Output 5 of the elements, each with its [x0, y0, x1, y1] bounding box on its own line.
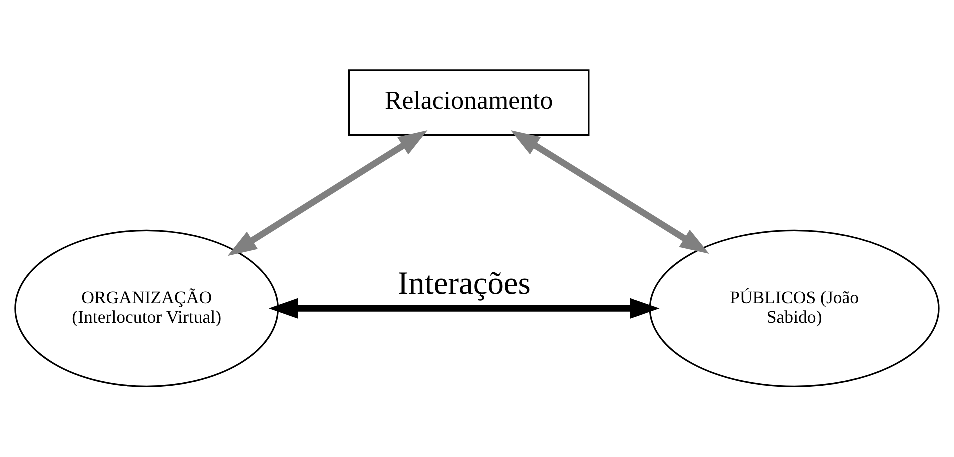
arrow	[268, 298, 660, 319]
arrow	[228, 130, 428, 256]
node-box: Relacionamento	[348, 70, 590, 136]
edge-label: Interações	[398, 266, 531, 302]
arrow	[510, 130, 710, 254]
